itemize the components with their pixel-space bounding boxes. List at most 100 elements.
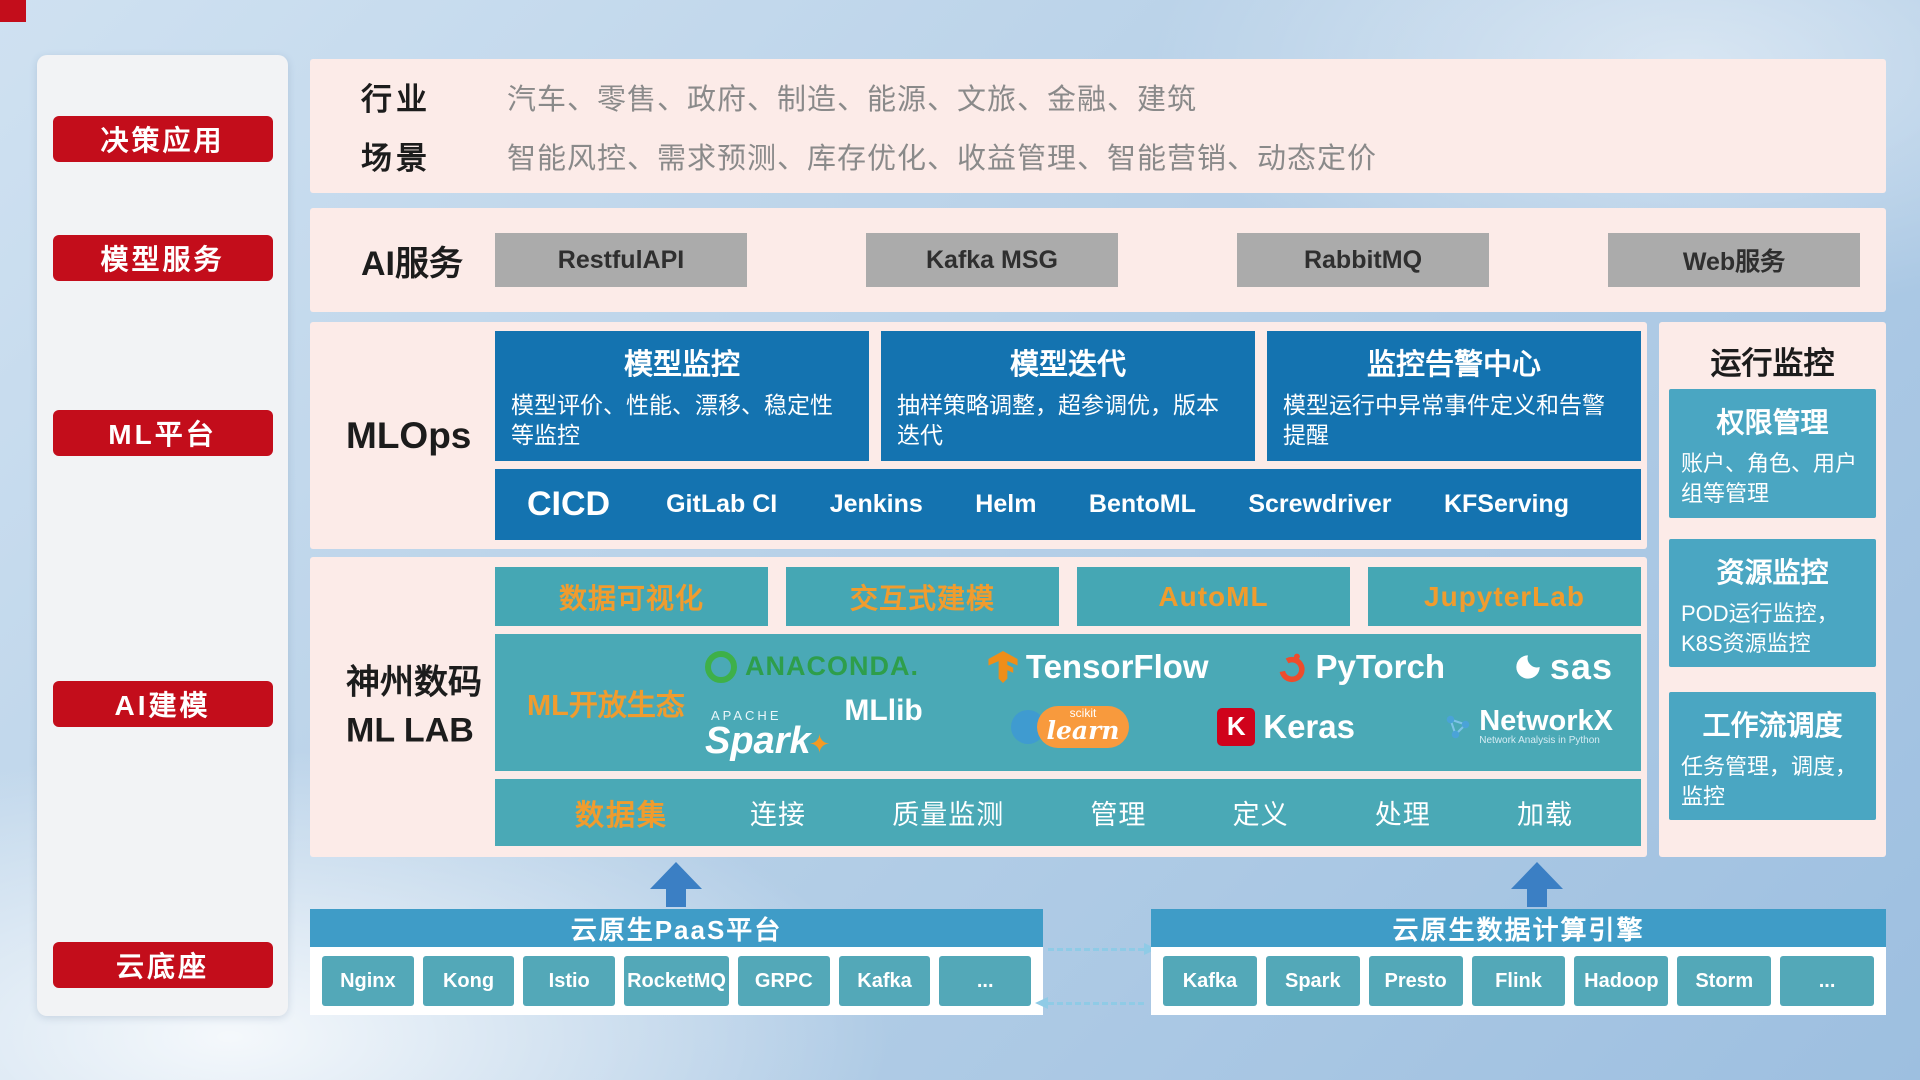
- card-title: 工作流调度: [1702, 710, 1843, 741]
- ai-service-buttons: RestfulAPI Kafka MSG RabbitMQ Web服务: [495, 233, 1860, 287]
- dataset-bar: 数据集 连接 质量监测 管理 定义 处理 加载: [495, 779, 1641, 846]
- service-button-rabbitmq[interactable]: RabbitMQ: [1237, 233, 1489, 287]
- engine-chip-flink[interactable]: Flink: [1471, 956, 1566, 1006]
- ml-lab-label-line2: ML LAB: [346, 711, 474, 749]
- paas-chip-more[interactable]: ...: [939, 956, 1032, 1006]
- scenario-label: 场景: [361, 141, 431, 176]
- sidebar-item-ml-platform[interactable]: ML平台: [52, 410, 273, 456]
- card-title: 资源监控: [1716, 557, 1829, 588]
- keras-k-badge-icon: K: [1217, 707, 1256, 746]
- engine-chip-spark[interactable]: Spark: [1265, 956, 1360, 1006]
- spark-label: Spark: [705, 719, 811, 762]
- pytorch-logo: PyTorch: [1277, 648, 1445, 686]
- paas-chip-kafka[interactable]: Kafka: [838, 956, 931, 1006]
- sas-label: sas: [1549, 645, 1613, 687]
- feature-jupyterlab-button[interactable]: JupyterLab: [1368, 567, 1641, 626]
- networkx-subtitle: Network Analysis in Python: [1479, 735, 1600, 747]
- scenario-row: 场景 智能风控、需求预测、库存优化、收益管理、智能营销、动态定价: [361, 133, 1886, 178]
- spark-wordmark: Spark: [705, 722, 830, 760]
- sidebar-item-model-service[interactable]: 模型服务: [52, 235, 273, 281]
- spark-apache-label: APACHE: [711, 707, 782, 723]
- cicd-label: CICD: [527, 485, 611, 523]
- run-monitor-title: 运行监控: [1710, 346, 1835, 381]
- paas-chip-kong[interactable]: Kong: [422, 956, 515, 1006]
- industry-row: 行业 汽车、零售、政府、制造、能源、文旅、金融、建筑: [361, 74, 1886, 119]
- scikit-learn-orange-badge: scikit learn: [1036, 705, 1129, 748]
- engine-chip-storm[interactable]: Storm: [1677, 956, 1772, 1006]
- monitor-card-workflow: 工作流调度 任务管理，调度，监控: [1669, 692, 1876, 820]
- scikit-small-label: scikit: [1069, 705, 1097, 720]
- engine-chip-more[interactable]: ...: [1780, 956, 1875, 1006]
- mllib-label: MLlib: [844, 693, 923, 727]
- industry-list: 汽车、零售、政府、制造、能源、文旅、金融、建筑: [507, 83, 1198, 116]
- feature-data-visualization-button[interactable]: 数据可视化: [495, 567, 768, 626]
- dataset-items: 连接 质量监测 管理 定义 处理 加载: [750, 793, 1573, 832]
- dashed-flow-arrow-right-icon: [1048, 943, 1157, 955]
- paas-chip-grpc[interactable]: GRPC: [737, 956, 830, 1006]
- paas-platform-block: 云原生PaaS平台 Nginx Kong Istio RocketMQ GRPC…: [310, 909, 1043, 1015]
- ml-open-ecosystem-box: ML开放生态 ANACONDA. TensorFlow PyTorch: [495, 634, 1641, 771]
- paas-chip-nginx[interactable]: Nginx: [322, 956, 414, 1006]
- dataset-item-load: 加载: [1516, 800, 1573, 830]
- dataset-item-manage: 管理: [1090, 800, 1147, 830]
- card-description: 任务管理，调度，监控: [1681, 754, 1858, 809]
- ml-lab-feature-buttons: 数据可视化 交互式建模 AutoML JupyterLab: [495, 567, 1641, 626]
- sidebar-item-cloud-base[interactable]: 云底座: [52, 942, 273, 988]
- anaconda-icon: [705, 650, 737, 683]
- arrow-head: [1511, 862, 1563, 889]
- dataset-item-connect: 连接: [750, 800, 807, 830]
- up-arrow-icon-paas: [650, 862, 702, 907]
- mlops-card-model-iteration: 模型迭代 抽样策略调整，超参调优，版本迭代: [881, 331, 1255, 461]
- sidebar-item-ai-modeling[interactable]: AI建模: [52, 681, 273, 727]
- ecosystem-logos: ANACONDA. TensorFlow PyTorch sas: [705, 646, 1613, 760]
- pytorch-label: PyTorch: [1315, 647, 1446, 685]
- card-title: 监控告警中心: [1366, 349, 1541, 381]
- spark-mllib-logo: APACHE Spark MLlib: [705, 694, 923, 760]
- paas-chip-rocketmq[interactable]: RocketMQ: [624, 956, 729, 1006]
- tensorflow-icon: [988, 650, 1018, 683]
- service-button-kafka-msg[interactable]: Kafka MSG: [866, 233, 1118, 287]
- service-button-restfulapi[interactable]: RestfulAPI: [495, 233, 747, 287]
- sidebar-item-decision-apps[interactable]: 决策应用: [52, 116, 273, 162]
- anaconda-label: ANACONDA.: [745, 651, 919, 681]
- networkx-logo: NetworkX Network Analysis in Python: [1443, 706, 1613, 747]
- data-compute-engine-block: 云原生数据计算引擎 Kafka Spark Presto Flink Hadoo…: [1151, 909, 1886, 1015]
- service-button-web[interactable]: Web服务: [1608, 233, 1860, 287]
- ml-lab-panel: 神州数码 ML LAB 数据可视化 交互式建模 AutoML JupyterLa…: [310, 557, 1647, 857]
- card-description: 抽样策略调整，超参调优，版本迭代: [897, 392, 1219, 448]
- engine-chip-presto[interactable]: Presto: [1368, 956, 1463, 1006]
- ml-lab-label: 神州数码 ML LAB: [346, 659, 482, 754]
- card-title: 权限管理: [1716, 407, 1829, 438]
- cicd-tool-bentoml: BentoML: [1088, 490, 1196, 518]
- card-description: POD运行监控，K8S资源监控: [1681, 601, 1839, 656]
- arrow-stem: [1527, 889, 1547, 907]
- card-description: 账户、角色、用户组等管理: [1681, 451, 1858, 506]
- networkx-label: NetworkX: [1479, 705, 1613, 738]
- keras-logo: K Keras: [1217, 707, 1355, 746]
- card-description: 模型运行中异常事件定义和告警提醒: [1283, 392, 1605, 448]
- paas-chip-istio[interactable]: Istio: [523, 956, 616, 1006]
- sas-logo: sas: [1514, 646, 1613, 688]
- spark-logo: APACHE Spark: [705, 709, 830, 760]
- tensorflow-label: TensorFlow: [1025, 647, 1209, 685]
- keras-label: Keras: [1263, 707, 1355, 745]
- cicd-tool-kfserving: KFServing: [1443, 490, 1569, 518]
- feature-interactive-modeling-button[interactable]: 交互式建模: [786, 567, 1059, 626]
- ai-service-label: AI服务: [361, 244, 463, 283]
- card-description: 模型评价、性能、漂移、稳定性等监控: [511, 392, 833, 448]
- decision-apps-panel: 行业 汽车、零售、政府、制造、能源、文旅、金融、建筑 场景 智能风控、需求预测、…: [310, 59, 1886, 193]
- ml-ecosystem-label: ML开放生态: [527, 689, 685, 722]
- scenario-list: 智能风控、需求预测、库存优化、收益管理、智能营销、动态定价: [507, 142, 1378, 175]
- cicd-tool-helm: Helm: [975, 490, 1037, 518]
- engine-chip-kafka[interactable]: Kafka: [1163, 956, 1257, 1006]
- ecosystem-logo-row-1: ANACONDA. TensorFlow PyTorch sas: [705, 646, 1613, 688]
- engine-chip-hadoop[interactable]: Hadoop: [1574, 956, 1669, 1006]
- up-arrow-icon-engine: [1511, 862, 1563, 907]
- pytorch-icon: [1279, 653, 1306, 682]
- corner-accent-decoration: [0, 0, 26, 22]
- data-compute-engine-title: 云原生数据计算引擎: [1151, 909, 1886, 947]
- cicd-tool-gitlab-ci: GitLab CI: [666, 490, 778, 518]
- ecosystem-logo-row-2: APACHE Spark MLlib scikit learn: [705, 694, 1613, 760]
- feature-automl-button[interactable]: AutoML: [1077, 567, 1350, 626]
